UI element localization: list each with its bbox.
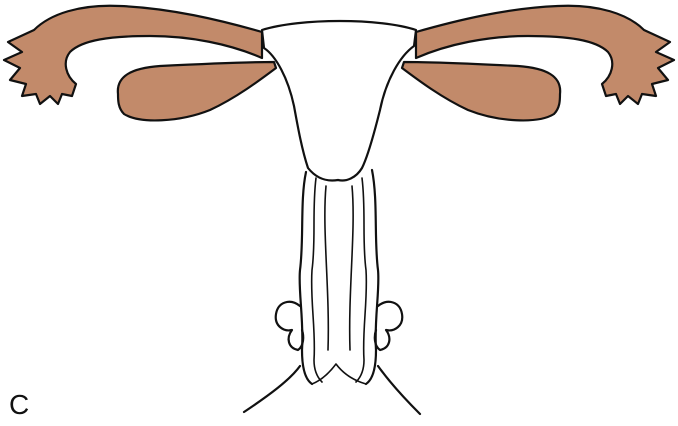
central-canal	[325, 186, 353, 350]
right-labium	[378, 366, 420, 414]
left-ovary	[118, 62, 276, 120]
left-labium	[244, 366, 300, 412]
left-vaginal-wall-outer	[300, 172, 312, 384]
right-ovary	[402, 62, 560, 120]
left-vestibular-gland	[276, 302, 303, 350]
right-vestibular-gland	[375, 302, 402, 350]
panel-label: C	[9, 391, 29, 419]
left-vaginal-wall-inner	[312, 178, 322, 382]
right-vaginal-wall-inner	[356, 178, 366, 382]
right-vaginal-wall-outer	[366, 170, 378, 384]
uterus-body	[262, 21, 416, 181]
